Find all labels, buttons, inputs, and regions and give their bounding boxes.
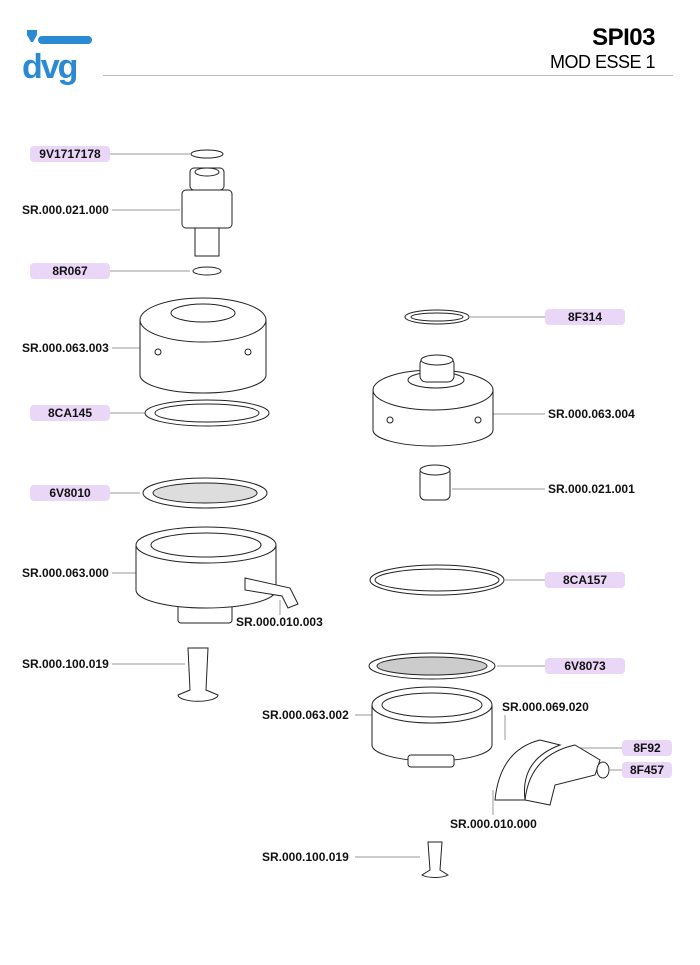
part-label-8F457: 8F457 [622,762,672,778]
model-subtitle: MOD ESSE 1 [549,52,656,72]
svg-text:dvg: dvg [22,48,77,86]
part-label-SR.000.063.003: SR.000.063.003 [22,341,109,355]
part-label-8CA145: 8CA145 [30,405,110,421]
part-label-SR.000.063.004: SR.000.063.004 [548,407,635,421]
dvg-logo: dvg [22,30,92,86]
part-label-8F314: 8F314 [545,309,625,325]
part-label-8CA157: 8CA157 [545,572,625,588]
part-label-SR.000.021.001: SR.000.021.001 [548,482,635,496]
part-label-6V8010: 6V8010 [30,485,110,501]
part-label-SR.000.063.002: SR.000.063.002 [262,708,349,722]
part-label-8F92: 8F92 [622,740,672,756]
header-divider [103,75,673,76]
part-label-SR.000.010.003: SR.000.010.003 [236,615,323,629]
page-title: SPI03 [592,24,655,51]
part-label-SR.000.100.019-2: SR.000.100.019 [262,850,349,864]
part-label-6V8073: 6V8073 [545,658,625,674]
part-label-SR.000.100.019: SR.000.100.019 [22,657,109,671]
leader-lines [110,153,622,858]
part-label-SR.000.021.000: SR.000.021.000 [22,203,109,217]
part-label-SR.000.069.020: SR.000.069.020 [502,700,589,714]
part-label-SR.000.010.000: SR.000.010.000 [450,817,537,831]
part-label-SR.000.063.000: SR.000.063.000 [22,566,109,580]
part-label-8R067: 8R067 [30,263,110,279]
part-label-9V1717178: 9V1717178 [30,146,110,162]
